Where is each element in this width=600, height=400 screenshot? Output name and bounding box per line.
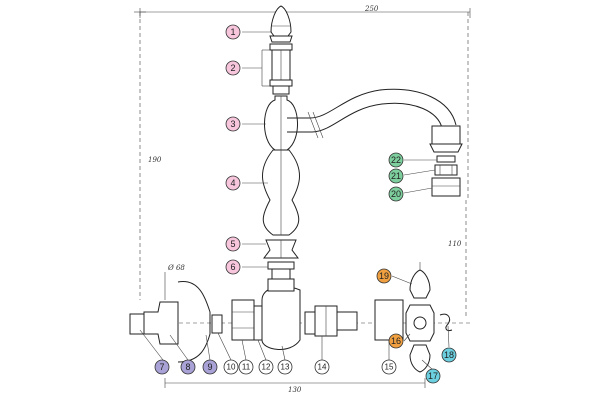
- dimension-bottom-width: 130: [288, 386, 302, 394]
- part-badge-21: 21: [388, 168, 404, 184]
- part-badge-circle: [202, 359, 218, 375]
- part-number-label: 15: [385, 363, 394, 372]
- part-number-14: 14: [314, 359, 330, 375]
- part-badge-label: 4: [230, 178, 235, 188]
- leader-lines: [139, 31, 450, 371]
- part-number-label: 10: [227, 363, 236, 372]
- dimension-diameter: Ø 68: [167, 264, 185, 272]
- part-number-circle: [381, 359, 397, 375]
- part-badge-8: 8: [180, 359, 196, 375]
- part-badge-4: 4: [225, 175, 241, 191]
- part-badge-1: 1: [225, 24, 241, 40]
- part-badge-circle: [425, 368, 441, 384]
- part-badge-label: 17: [428, 371, 438, 381]
- part-badge-circle: [388, 186, 404, 202]
- part-badge-18: 18: [441, 347, 457, 363]
- dimension-lines: [134, 8, 471, 388]
- horizontal-assembly: [129, 262, 470, 373]
- part-badge-label: 18: [444, 350, 454, 360]
- part-badge-circle: [376, 268, 392, 284]
- spout: [287, 88, 463, 197]
- part-number-circle: [314, 359, 330, 375]
- part-number-15: 15: [381, 359, 397, 375]
- dimension-side-height: 110: [448, 240, 462, 248]
- part-badge-20: 20: [388, 186, 404, 202]
- part-badge-label: 7: [159, 362, 164, 372]
- part-badge-label: 6: [230, 262, 235, 272]
- vertical-body: [262, 5, 300, 280]
- dimension-height: 190: [148, 156, 162, 164]
- part-badge-label: 5: [230, 239, 235, 249]
- part-badge-circle: [225, 259, 241, 275]
- part-number-label: 12: [262, 363, 271, 372]
- part-badge-circle: [441, 347, 457, 363]
- part-number-label: 14: [318, 363, 327, 372]
- part-badge-16: 16: [388, 333, 404, 349]
- part-number-11: 11: [238, 359, 254, 375]
- dimension-top-width: 250: [364, 5, 379, 13]
- part-badge-label: 16: [391, 336, 401, 346]
- part-badge-7: 7: [154, 359, 170, 375]
- part-number-12: 12: [258, 359, 274, 375]
- part-badge-9: 9: [202, 359, 218, 375]
- part-badge-2: 2: [225, 60, 241, 76]
- part-badge-circle: [180, 359, 196, 375]
- part-number-10: 10: [223, 359, 239, 375]
- part-badge-6: 6: [225, 259, 241, 275]
- part-badge-circle: [225, 175, 241, 191]
- part-badge-3: 3: [225, 116, 241, 132]
- part-badge-label: 21: [391, 171, 401, 181]
- part-badge-circle: [388, 152, 404, 168]
- part-number-label: 13: [281, 363, 290, 372]
- part-number-circle: [277, 359, 293, 375]
- part-badge-circle: [225, 24, 241, 40]
- part-badge-label: 19: [379, 271, 389, 281]
- part-badge-label: 20: [391, 189, 401, 199]
- part-badge-circle: [225, 116, 241, 132]
- part-number-circle: [258, 359, 274, 375]
- part-badge-circle: [388, 168, 404, 184]
- part-badge-circle: [225, 60, 241, 76]
- part-badge-label: 9: [207, 362, 212, 372]
- part-badge-circle: [388, 333, 404, 349]
- part-badge-circle: [225, 236, 241, 252]
- part-number-13: 13: [277, 359, 293, 375]
- part-number-circle: [223, 359, 239, 375]
- part-numbers: 10 11 12 13 14 15: [223, 359, 397, 375]
- part-number-label: 11: [242, 363, 251, 372]
- part-badge-5: 5: [225, 236, 241, 252]
- part-badge-label: 8: [185, 362, 190, 372]
- part-badge-label: 22: [391, 155, 401, 165]
- part-number-circle: [238, 359, 254, 375]
- part-badge-circle: [154, 359, 170, 375]
- part-badge-17: 17: [425, 368, 441, 384]
- part-badge-label: 2: [230, 63, 235, 73]
- part-badge-19: 19: [376, 268, 392, 284]
- part-badge-label: 1: [230, 27, 235, 37]
- part-badge-22: 22: [388, 152, 404, 168]
- part-badge-label: 3: [230, 119, 235, 129]
